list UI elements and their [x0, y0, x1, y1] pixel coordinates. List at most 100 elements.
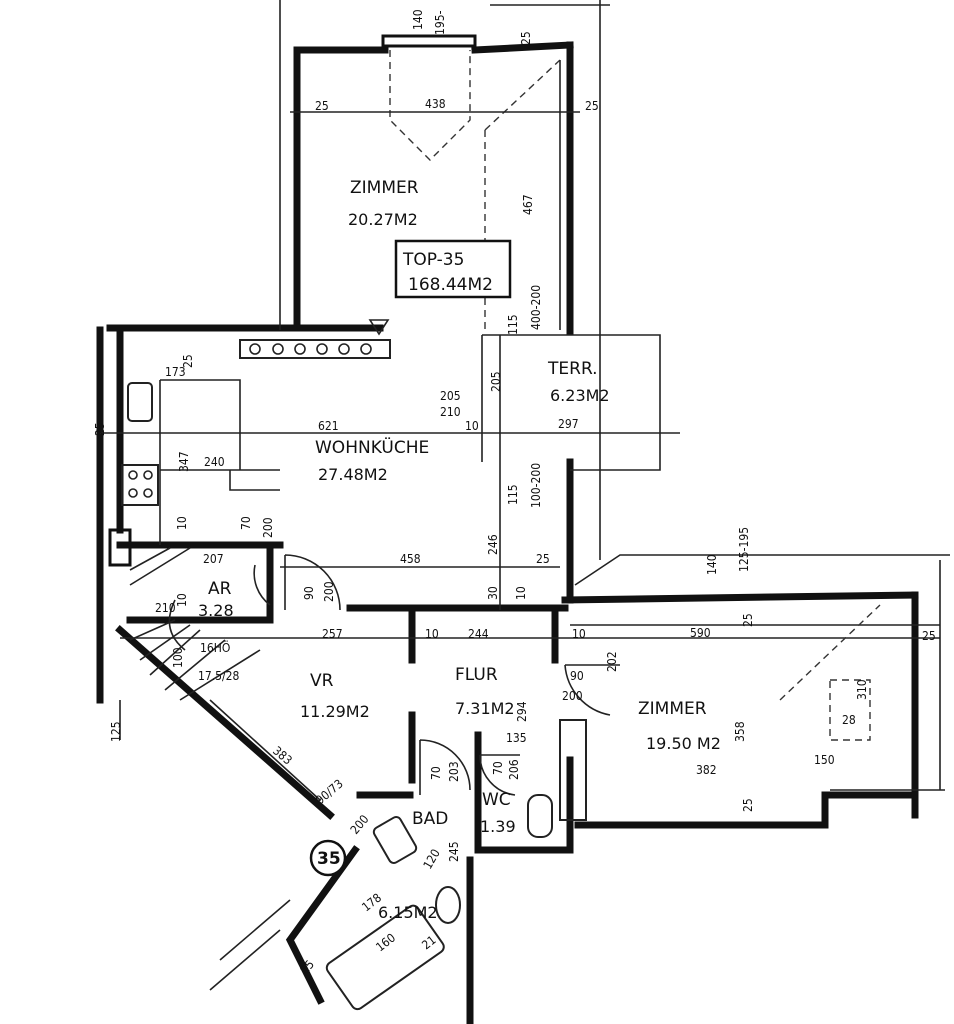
dim-label: 195- — [433, 10, 447, 35]
dim-label: 25 — [741, 613, 755, 627]
dim-label: 173 — [165, 365, 186, 379]
dim-label: 347 — [177, 451, 191, 472]
dim-label: 210 — [440, 405, 461, 419]
dim-label: 207 — [203, 552, 224, 566]
doors — [253, 554, 620, 796]
dim-label: 100-200 — [529, 463, 543, 508]
dim-label: 10 — [514, 586, 528, 600]
terrace-outline — [481, 334, 661, 471]
dim-label: 310 — [855, 679, 869, 700]
bathtub — [325, 904, 445, 1011]
stair-post — [108, 528, 132, 567]
dim-label: 25 — [536, 552, 550, 566]
room-name-terr: TERR. — [547, 359, 598, 379]
dim-label: 90/73 — [313, 777, 346, 808]
toilet-wc — [527, 794, 553, 838]
dim-label: 10 — [572, 627, 586, 641]
dim-label: 25 — [519, 31, 533, 45]
door-zimmer-right — [564, 664, 620, 716]
outer-bottom-diagonal — [209, 899, 291, 991]
stair-step — [179, 649, 261, 701]
unit-tag-name: TOP-35 — [402, 250, 464, 270]
unit-number-marker: 35 — [309, 839, 347, 877]
room-name-zimmer-top: ZIMMER — [350, 178, 419, 198]
dim-label: 28 — [842, 713, 856, 727]
dim-label: 205 — [440, 389, 461, 403]
dim-label: 10 — [465, 419, 479, 433]
dim-label: 200 — [562, 689, 583, 703]
room-area-terr: 6.23M2 — [550, 386, 610, 405]
dim-label: 200 — [322, 581, 336, 602]
kitchen-unit — [239, 339, 391, 359]
dim-label: 135 — [506, 731, 527, 745]
window-zimmer-top — [381, 34, 477, 48]
bathroom-fixtures — [325, 719, 587, 1011]
room-area-vr: 11.29M2 — [300, 702, 370, 721]
dim-label: 257 — [322, 627, 343, 641]
stair-step — [129, 619, 176, 641]
room-name-flur: FLUR — [455, 665, 498, 685]
washbasin — [372, 816, 418, 864]
unit-number-circle — [309, 839, 347, 877]
dim-label: 25 — [922, 629, 936, 643]
unit-number-text: 35 — [317, 849, 341, 869]
stove-burner — [128, 470, 138, 480]
dim-label: 25 — [93, 422, 107, 436]
stair-step — [139, 624, 191, 661]
dim-label: 90 — [302, 586, 316, 600]
dim-label: 240 — [204, 455, 225, 469]
dim-label: 115 — [506, 314, 520, 335]
dim-label: 17.5/28 — [198, 669, 240, 683]
dim-label: 125-195 — [737, 527, 751, 572]
dim-label: 70 — [239, 516, 253, 530]
room-area-ar: 3.28 — [198, 601, 234, 620]
unit-tag: TOP-35 168.44M2 — [394, 239, 512, 299]
room-name-bad: BAD — [412, 809, 448, 829]
room-area-wc: 1.39 — [480, 817, 516, 836]
burner — [294, 343, 306, 355]
dim-label: 246 — [486, 534, 500, 555]
dim-label: 25 — [181, 354, 195, 368]
dim-label: 125 — [109, 721, 123, 742]
dashed-diagonal-zimmer — [484, 59, 561, 131]
dim-label: 202 — [605, 651, 619, 672]
wall-diagonal-bad — [285, 845, 360, 1005]
room-area-flur: 7.31M2 — [455, 699, 515, 718]
dim-label: 160 — [373, 931, 398, 955]
room-name-wc: WC — [482, 790, 511, 810]
dim-label: 297 — [558, 417, 579, 431]
room-labels: ZIMMER 20.27M2 WOHNKÜCHE 27.48M2 TERR. 6… — [198, 178, 721, 922]
dimension-labels: 25 438 25 467 140 195- 25 400-200 115 20… — [93, 9, 936, 977]
dim-label: 25 — [315, 99, 329, 113]
staircase — [108, 528, 261, 701]
wall-zimmer-right-top — [561, 591, 919, 604]
dim-label: 438 — [425, 97, 446, 111]
unit-tag-box — [394, 239, 512, 299]
toilet-bad — [435, 886, 461, 924]
room-name-ar: AR — [208, 579, 232, 599]
dim-label: 382 — [696, 763, 717, 777]
dim-label: 205 — [489, 371, 503, 392]
walls — [96, 34, 919, 1024]
room-area-zimmer-right: 19.50 M2 — [646, 734, 721, 753]
vent-triangle — [368, 319, 390, 336]
dim-label: 467 — [521, 194, 535, 215]
sink — [127, 382, 153, 422]
stair-step — [129, 547, 191, 586]
dim-label: 90 — [570, 669, 584, 683]
wall-zimmer-right-bottom — [574, 791, 919, 829]
door-wohnkueche — [284, 554, 341, 611]
detail-lines — [100, 0, 950, 991]
room-name-wohnkueche: WOHNKÜCHE — [315, 436, 429, 458]
stair-step — [164, 639, 226, 691]
stair-step — [129, 547, 171, 571]
wall-wc — [474, 731, 574, 854]
stove — [121, 464, 159, 506]
dim-label: 25 — [741, 798, 755, 812]
wall-diagonal-vr — [115, 625, 335, 820]
burner — [272, 343, 284, 355]
dim-label: 294 — [515, 701, 529, 722]
stove-burner — [143, 470, 153, 480]
dim-label: 10 — [175, 516, 189, 530]
kitchen-fixtures — [121, 319, 391, 506]
